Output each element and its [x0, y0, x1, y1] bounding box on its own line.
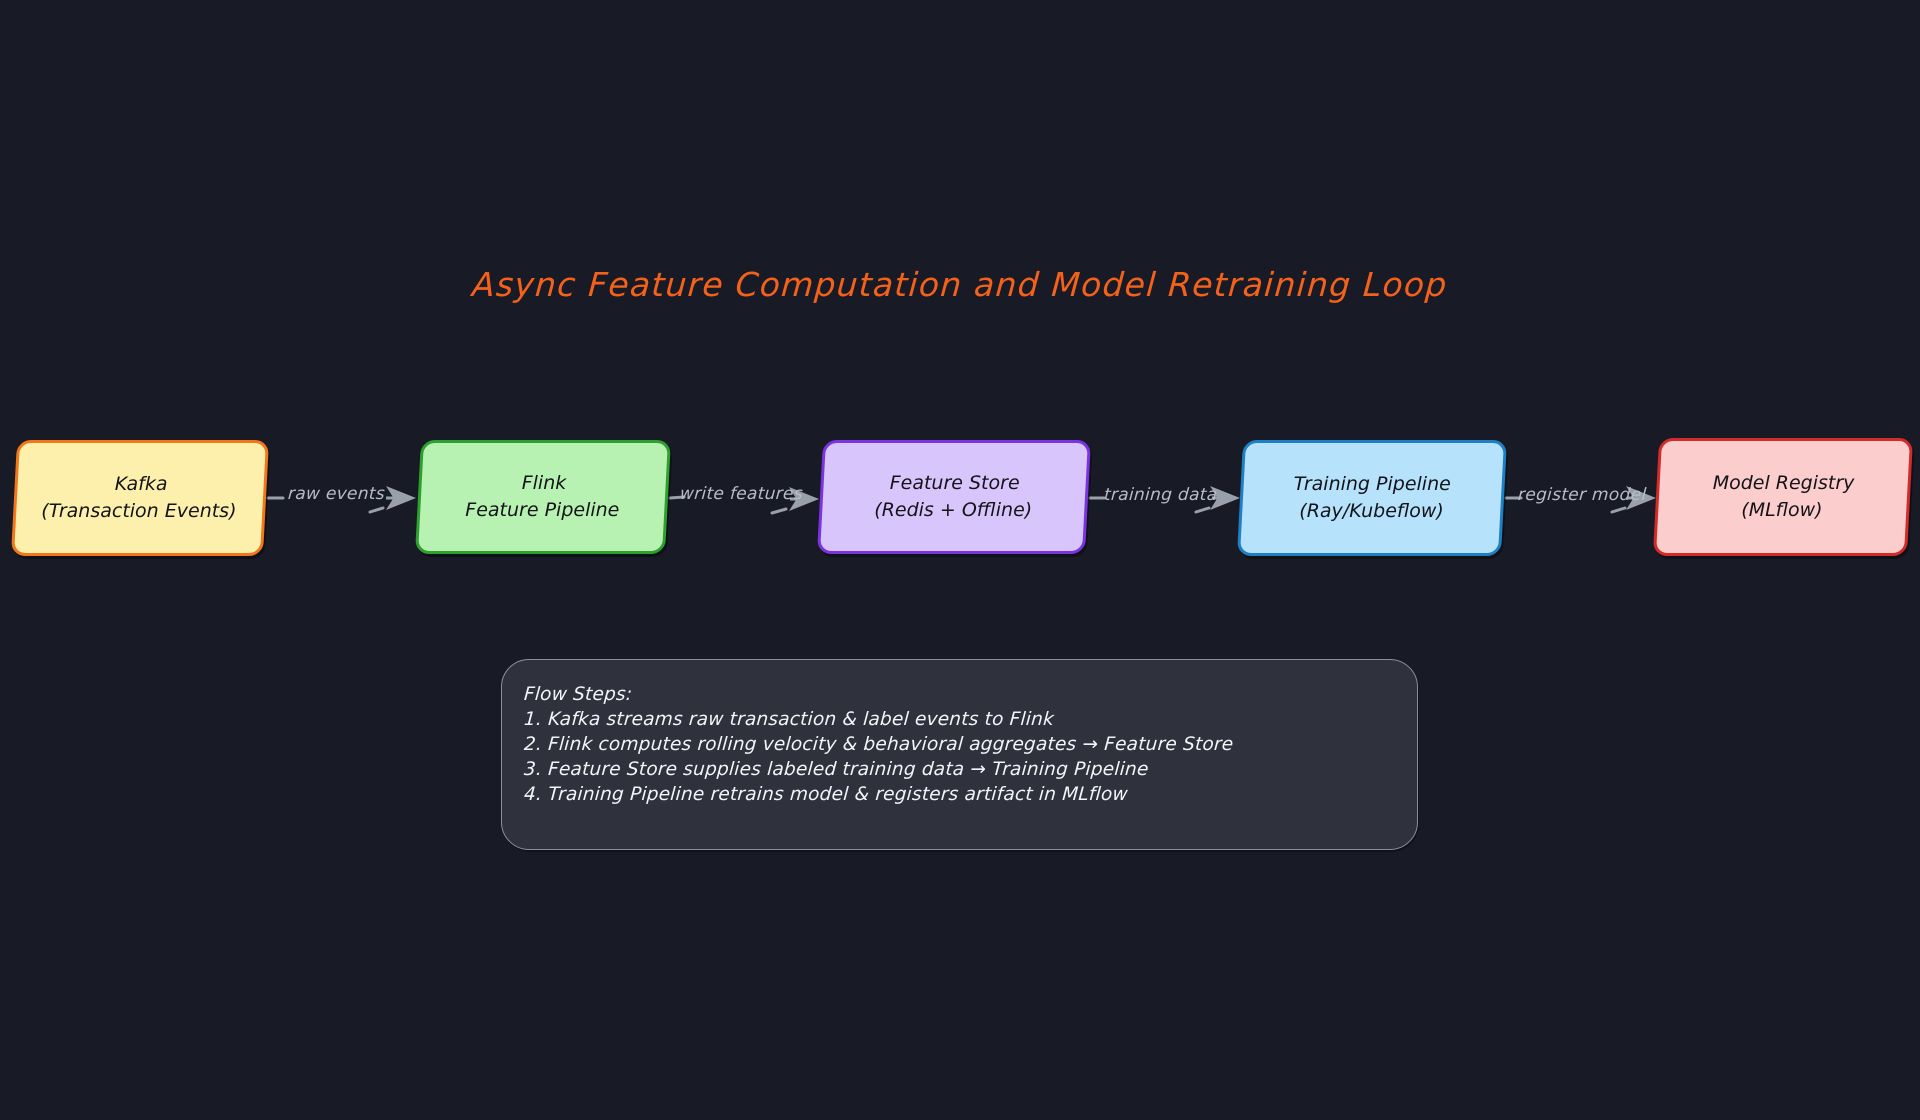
edge-tick-write-features — [770, 507, 788, 515]
flow-step-4: 4. Training Pipeline retrains model & re… — [523, 784, 1129, 805]
flow-steps-note: Flow Steps: 1. Kafka streams raw transac… — [501, 659, 1418, 850]
node-model-registry[interactable]: Model Registry (MLflow) — [1652, 438, 1914, 556]
node-flink[interactable]: Flink Feature Pipeline — [415, 440, 671, 554]
edge-label-write-features: write features — [679, 484, 804, 504]
node-flink-line2: Feature Pipeline — [465, 499, 620, 521]
node-model-registry-line1: Model Registry — [1712, 472, 1855, 495]
edge-tick-raw-events — [368, 506, 385, 514]
node-kafka[interactable]: Kafka (Transaction Events) — [10, 440, 270, 556]
node-feature-store-line2: (Redis + Offline) — [874, 499, 1033, 521]
node-feature-store-line1: Feature Store — [889, 472, 1020, 495]
node-flink-line1: Flink — [521, 472, 566, 495]
node-model-registry-line2: (MLflow) — [1741, 499, 1823, 521]
flow-steps-heading: Flow Steps: — [523, 684, 634, 705]
flow-step-3: 3. Feature Store supplies labeled traini… — [523, 759, 1150, 780]
node-training-pipeline-line1: Training Pipeline — [1294, 473, 1452, 496]
node-training-pipeline[interactable]: Training Pipeline (Ray/Kubeflow) — [1236, 440, 1508, 556]
edge-label-raw-events: raw events — [287, 484, 386, 504]
node-kafka-line1: Kafka — [114, 473, 168, 496]
page-title: Async Feature Computation and Model Retr… — [470, 265, 1450, 304]
edge-tick-training-data — [1194, 506, 1211, 514]
flow-step-1: 1. Kafka streams raw transaction & label… — [523, 709, 1055, 730]
flow-steps-content: Flow Steps: 1. Kafka streams raw transac… — [523, 682, 1399, 807]
edge-label-register-model: register model — [1517, 485, 1648, 505]
edge-label-training-data: training data — [1103, 485, 1219, 505]
node-training-pipeline-line2: (Ray/Kubeflow) — [1299, 500, 1444, 522]
node-kafka-line2: (Transaction Events) — [41, 500, 237, 522]
flow-step-2: 2. Flink computes rolling velocity & beh… — [523, 734, 1235, 755]
node-feature-store[interactable]: Feature Store (Redis + Offline) — [817, 440, 1091, 554]
edge-tick-register-model — [1610, 506, 1627, 514]
